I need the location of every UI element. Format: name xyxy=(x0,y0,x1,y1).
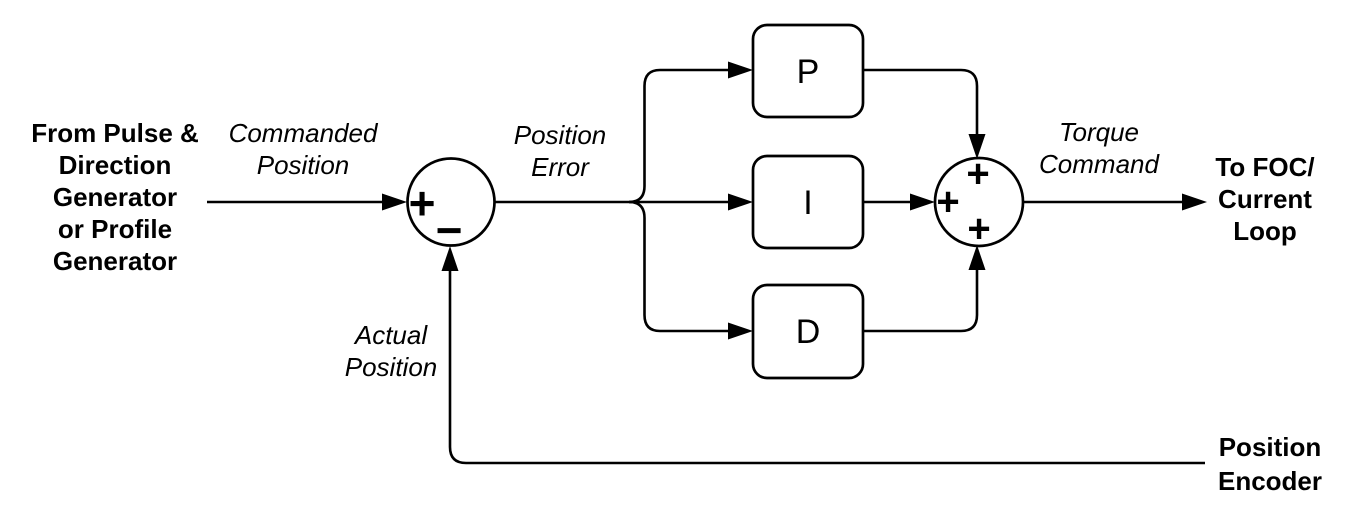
d-input-arrowhead xyxy=(728,322,753,340)
commanded-position-arrowhead xyxy=(382,193,407,211)
d-to-sum-arrowhead xyxy=(968,245,986,270)
p-output-line xyxy=(863,68,979,136)
torque-command-label: Torque Command xyxy=(1039,117,1159,179)
d-block-label: D xyxy=(796,313,821,351)
sum-input-minus-sign: − xyxy=(436,204,463,256)
actual-position-label: Actual Position xyxy=(344,320,438,382)
p-input-arrowhead xyxy=(728,61,753,79)
p-to-sum-arrowhead xyxy=(968,134,986,159)
d-block xyxy=(751,283,865,380)
summing-junction-output xyxy=(933,156,1025,248)
summing-junction-input xyxy=(406,157,496,247)
i-block-label: I xyxy=(803,184,812,222)
i-to-sum-arrowhead xyxy=(910,193,935,211)
position-encoder-label: Position Encoder xyxy=(1217,432,1323,496)
source-label: From Pulse & Direction Generator or Prof… xyxy=(31,118,199,276)
i-block xyxy=(751,154,865,250)
d-branch-line xyxy=(628,200,729,333)
torque-command-arrowhead xyxy=(1182,193,1207,211)
p-branch-line xyxy=(628,68,729,204)
position-error-label: Position Error xyxy=(513,120,607,182)
p-block xyxy=(751,23,865,119)
destination-label: To FOC/ Current Loop xyxy=(1215,152,1315,246)
sum-output-left-plus-sign: + xyxy=(936,180,959,224)
sum-output-top-plus-sign: + xyxy=(966,152,989,196)
commanded-position-label: Commanded Position xyxy=(228,118,378,180)
feedback-arrowhead xyxy=(441,246,459,271)
sum-input-plus-sign: + xyxy=(409,177,436,229)
p-block-label: P xyxy=(797,53,820,91)
sum-output-bottom-plus-sign: + xyxy=(967,207,990,251)
i-input-arrowhead xyxy=(728,193,753,211)
d-output-line xyxy=(863,268,979,333)
feedback-line xyxy=(448,269,1205,465)
